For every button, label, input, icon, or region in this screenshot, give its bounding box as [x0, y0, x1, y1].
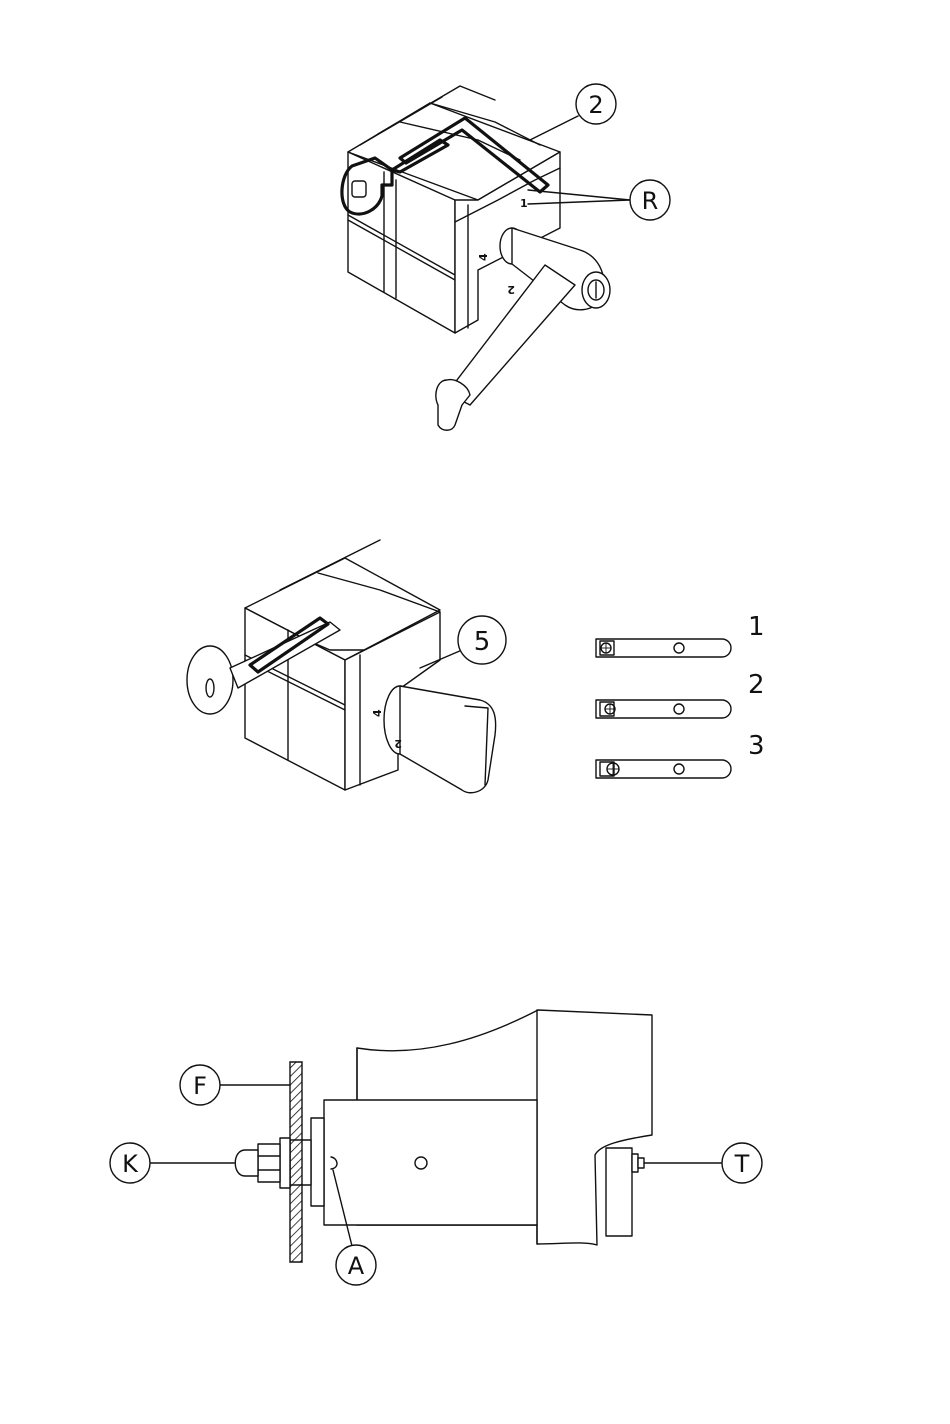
callout-2: 2: [530, 84, 616, 140]
mark-4: 4: [477, 253, 490, 261]
figure-3-side-view: F K A T: [110, 1010, 762, 1285]
callout-2-label: 2: [588, 91, 603, 119]
fence-plate: [290, 1062, 302, 1262]
knob: [235, 1138, 290, 1188]
callout-k-label: K: [122, 1150, 139, 1178]
mark-2: 2: [507, 283, 515, 296]
position-2-indicator: 2: [596, 670, 765, 718]
position-3-indicator: 3: [596, 731, 765, 778]
callout-f-label: F: [193, 1072, 207, 1100]
machine-body: [290, 1010, 652, 1245]
callout-5-label: 5: [474, 627, 491, 657]
callout-a-label: A: [348, 1252, 365, 1280]
figure-1-clamp-with-key: 2 R 1 4 2: [342, 84, 670, 430]
position-1-indicator: 1: [596, 612, 765, 657]
position-2-label: 2: [748, 670, 765, 700]
position-3-label: 3: [748, 731, 765, 761]
mark-4-fig2: 4: [371, 709, 384, 717]
callout-t: T: [644, 1143, 762, 1183]
callout-t-label: T: [734, 1150, 750, 1178]
mark-1: 1: [520, 197, 528, 210]
position-1-label: 1: [748, 612, 765, 642]
callout-r-label: R: [642, 187, 659, 215]
callout-f: F: [180, 1065, 290, 1105]
callout-k: K: [110, 1143, 234, 1183]
figure-2-clamp-with-lever: 5 4 2 1 2 3: [187, 540, 765, 793]
mark-2-fig2: 2: [394, 737, 402, 750]
rear-stop-plate: [606, 1148, 644, 1236]
